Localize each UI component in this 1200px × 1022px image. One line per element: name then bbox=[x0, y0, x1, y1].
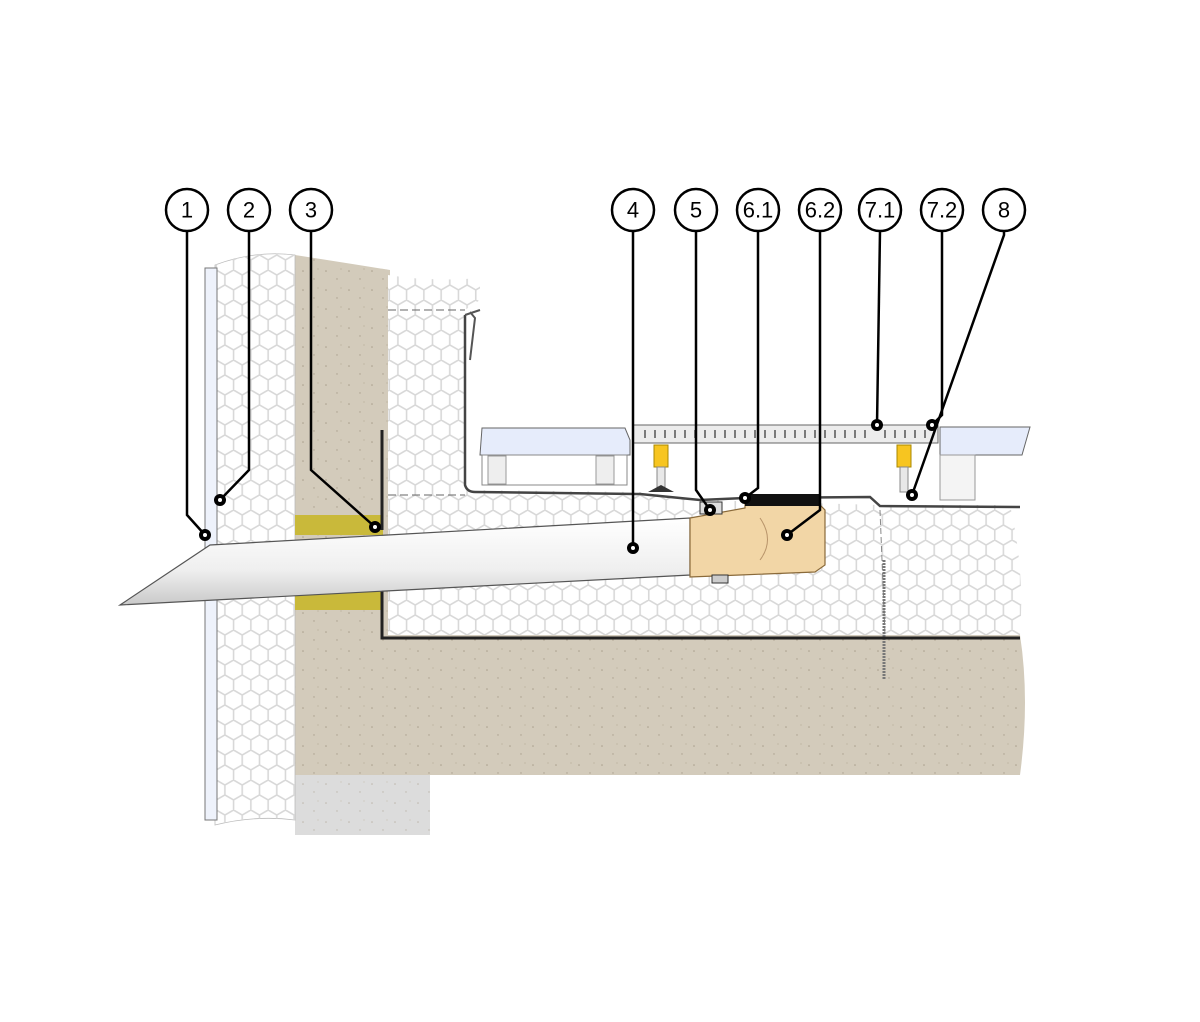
callout-label: 6.1 bbox=[743, 198, 774, 223]
callout-5: 5 bbox=[673, 187, 719, 233]
callout-label: 3 bbox=[305, 198, 317, 223]
drain-flange-seal bbox=[745, 494, 820, 506]
callout-6-1: 6.1 bbox=[735, 187, 781, 233]
callout-2: 2 bbox=[226, 187, 272, 233]
callout-label: 5 bbox=[690, 198, 702, 223]
callout-7-2: 7.2 bbox=[919, 187, 965, 233]
floor-tile-left bbox=[479, 427, 631, 456]
callout-label: 6.2 bbox=[805, 198, 836, 223]
callout-label: 1 bbox=[181, 198, 193, 223]
waterproof-membrane bbox=[380, 430, 1020, 640]
callout-7-1: 7.1 bbox=[857, 187, 903, 233]
leader-lines bbox=[185, 230, 1006, 548]
callout-label: 4 bbox=[627, 198, 639, 223]
callout-4: 4 bbox=[610, 187, 656, 233]
callout-label: 8 bbox=[998, 198, 1010, 223]
callout-6-2: 6.2 bbox=[797, 187, 843, 233]
height-adjuster-right bbox=[896, 444, 912, 468]
callout-label: 7.2 bbox=[927, 198, 958, 223]
facade-board bbox=[204, 267, 218, 821]
sealing-band-upper bbox=[295, 515, 383, 535]
callout-label: 2 bbox=[243, 198, 255, 223]
floor-tile-right bbox=[939, 426, 1031, 456]
callout-1: 1 bbox=[164, 187, 210, 233]
height-adjuster-left bbox=[653, 444, 669, 468]
callout-8: 8 bbox=[981, 187, 1027, 233]
callout-3: 3 bbox=[288, 187, 334, 233]
callout-label: 7.1 bbox=[865, 198, 896, 223]
